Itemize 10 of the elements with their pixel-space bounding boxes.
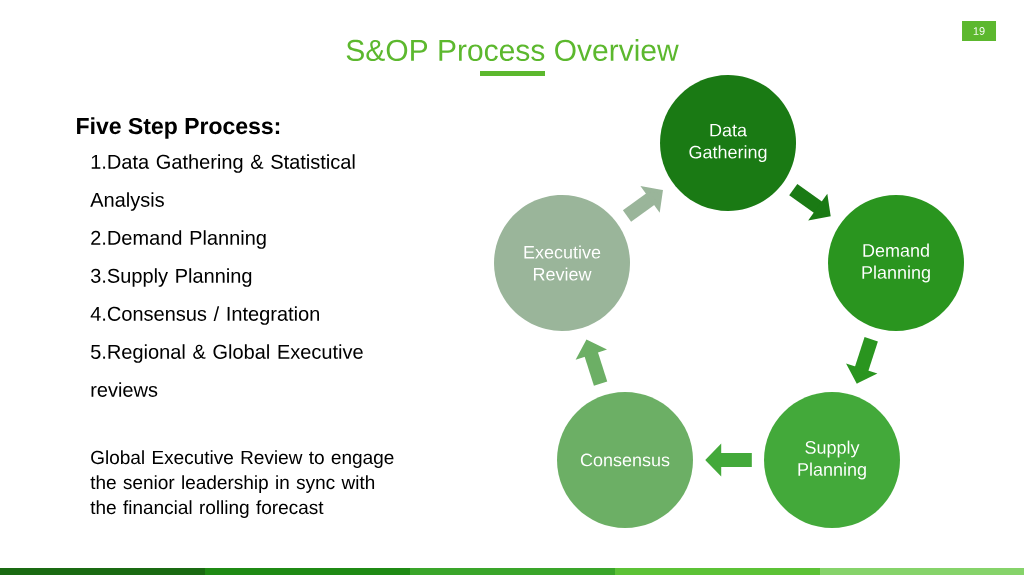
list-item: 3.Supply Planning <box>90 268 252 287</box>
list-item: 5.Regional & Global Executive reviews <box>91 344 363 397</box>
heading: Five Step Process: <box>77 117 280 139</box>
page-number: 19 <box>962 21 996 41</box>
note-paragraph: Global Executive Review to engage the senior leadership in sync with the financial rolling forecast <box>90 450 394 518</box>
list-item: 1.Data Gathering & Statistical Analysis <box>90 154 355 211</box>
list-item: 4.Consensus / Integration <box>90 306 319 325</box>
block-arrow <box>622 186 663 222</box>
list-item: 2.Demand Planning <box>91 230 266 249</box>
title: S&OP Process Overview <box>346 39 679 61</box>
